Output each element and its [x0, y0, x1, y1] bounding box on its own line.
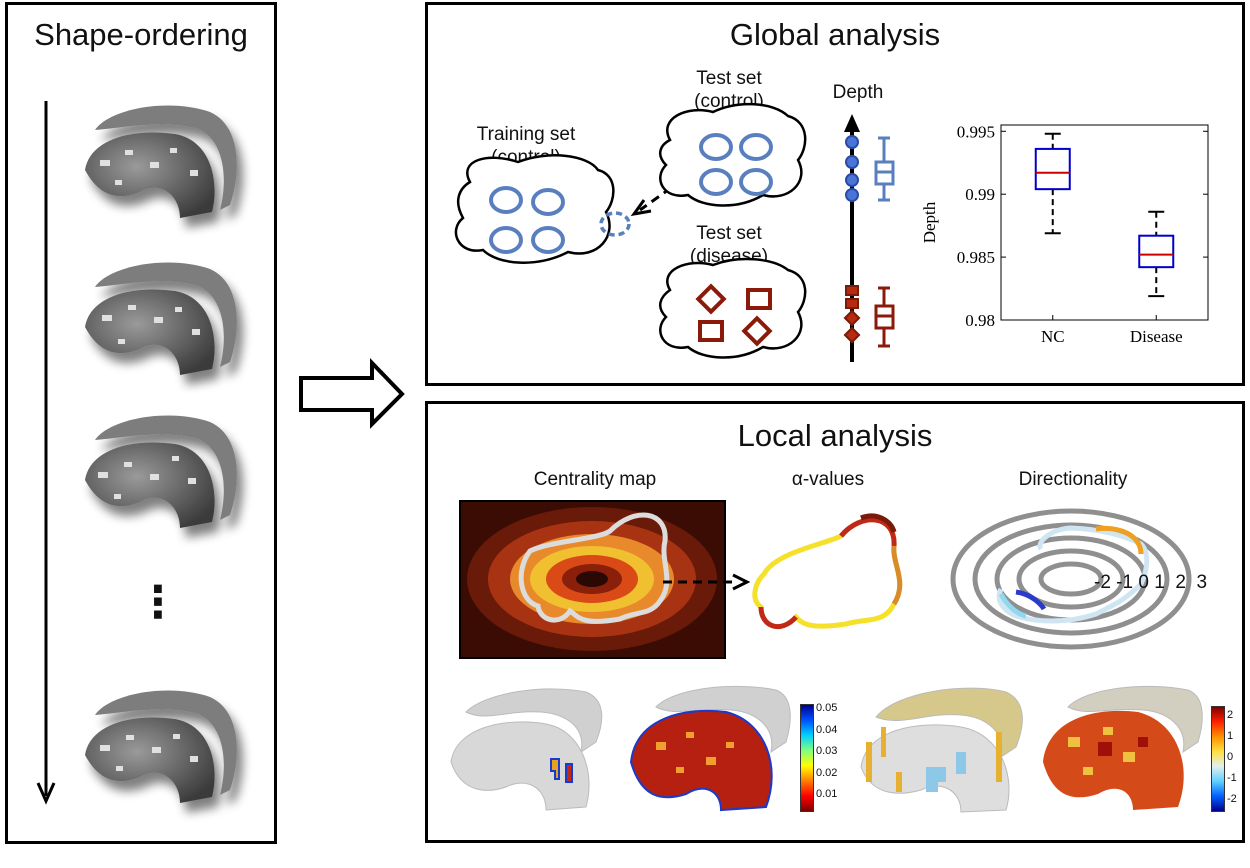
alpha-values-label: α-values [791, 469, 865, 490]
box-nc [1034, 147, 1071, 191]
x-tick-label: NC [1041, 327, 1065, 346]
hollow-arrow [299, 358, 405, 429]
global-analysis-panel: Global analysis Training set (control) T… [425, 2, 1245, 386]
training-control-shape [489, 226, 523, 254]
control-depth-point [845, 135, 859, 149]
centrality-to-alpha-arrow [663, 573, 751, 591]
alpha-colorbar-ticks: 0.05 0.04 0.03 0.02 0.01 [816, 702, 838, 800]
y-tick-label: 0.985 [957, 248, 995, 267]
test-disease-shape [695, 283, 727, 315]
brain-shape-2 [85, 262, 237, 375]
y-tick-label: 0.98 [965, 311, 995, 330]
alpha-colorbar [800, 704, 814, 812]
brain-alpha-map-right [629, 685, 791, 812]
test-control-shape [699, 133, 733, 161]
y-tick-label: 0.99 [965, 185, 995, 204]
centrality-map-label: Centrality map [533, 469, 657, 490]
ellipsis-dots: ⋮ [136, 578, 180, 627]
brain-shape-4 [85, 690, 237, 803]
brain-shape-3 [85, 415, 237, 528]
test-disease-cloud [658, 257, 807, 359]
sets-diagram [454, 102, 895, 362]
disease-depth-point [843, 326, 861, 344]
plot-frame [1000, 124, 1209, 321]
global-analysis-title: Global analysis [729, 17, 941, 52]
test-control-shape [699, 168, 733, 196]
control-depth-point [845, 155, 859, 169]
disease-depth-point [845, 298, 859, 309]
y-axis-label: Depth [920, 201, 939, 243]
local-analysis-title: Local analysis [737, 418, 933, 453]
training-control-shape [531, 226, 565, 254]
box-disease [1138, 234, 1175, 269]
alpha-values-outline [752, 513, 903, 630]
direction-colorbar-ticks: 2 1 0 -1 -2 [1227, 709, 1237, 805]
disease-depth-point [845, 285, 859, 296]
shape-ordering-panel: Shape-ordering [5, 2, 277, 844]
directionality-rings [950, 508, 1192, 650]
x-tick-label: Disease [1130, 327, 1183, 346]
test-disease-shape [741, 315, 773, 347]
y-tick-label: 0.995 [957, 122, 995, 141]
brain-alpha-map-left [450, 688, 603, 811]
test-disease-shape [746, 288, 772, 310]
directionality-label: Directionality [1018, 469, 1128, 490]
test-control-cloud [658, 102, 807, 207]
test-control-shape [739, 168, 773, 196]
control-depth-point [845, 173, 859, 187]
test-set-control-label: Test set (control) [694, 68, 764, 112]
brain-shape-1 [85, 105, 237, 218]
local-analysis-panel: Local analysis Centrality map α-values D… [425, 401, 1245, 843]
direction-colorbar [1211, 706, 1225, 812]
brain-direction-map-right [1043, 685, 1203, 810]
depth-axis-label: Depth [832, 82, 884, 103]
training-control-shape [531, 188, 565, 216]
control-depth-point [845, 188, 859, 202]
training-control-shape [489, 186, 523, 214]
directionality-scale: -2 -1 0 1 2 3 [1094, 572, 1208, 593]
test-control-shape [739, 133, 773, 161]
disease-depth-point [843, 309, 861, 327]
centrality-map [459, 500, 726, 659]
projected-shape [599, 211, 631, 237]
shape-ordering-title: Shape-ordering [34, 17, 248, 52]
ordering-arrow [36, 101, 56, 805]
brain-direction-map-left [860, 687, 1023, 813]
test-disease-shape [698, 320, 724, 342]
